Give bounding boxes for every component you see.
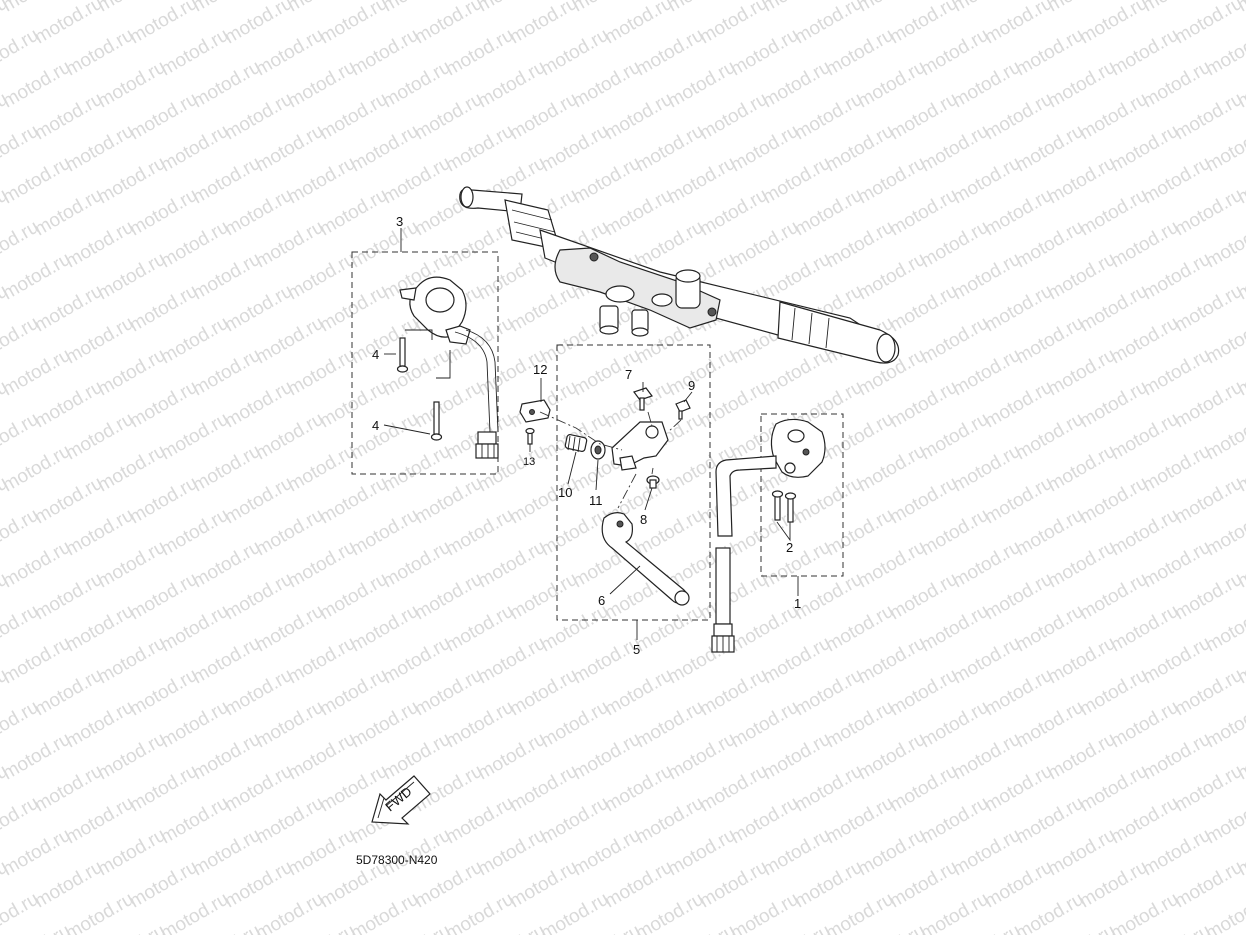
bolt-13 bbox=[525, 427, 535, 445]
assembly-5-frame bbox=[556, 344, 711, 621]
forward-direction-arrow: FWD bbox=[371, 775, 431, 825]
assembly-3-frame bbox=[351, 251, 499, 475]
nut-8 bbox=[646, 475, 660, 489]
adjuster-spring-10 bbox=[564, 434, 588, 453]
callout-7: 7 bbox=[625, 367, 632, 382]
assembly-axis-line-2 bbox=[617, 411, 682, 509]
right-handlebar-switch bbox=[711, 418, 826, 653]
leader-lines bbox=[383, 228, 799, 640]
screw-4-lower bbox=[430, 401, 443, 441]
assembly-axis-line bbox=[539, 411, 623, 451]
bolt-9 bbox=[675, 399, 691, 420]
callout-1: 1 bbox=[794, 596, 801, 611]
diagram-code: 5D78300-N420 bbox=[356, 853, 438, 867]
callout-11: 11 bbox=[589, 493, 603, 508]
screw-2-left bbox=[771, 490, 784, 521]
callout-8: 8 bbox=[640, 512, 647, 527]
callout-2: 2 bbox=[786, 540, 793, 555]
callout-3: 3 bbox=[396, 214, 403, 229]
callout-6: 6 bbox=[598, 593, 605, 608]
callout-12: 12 bbox=[533, 362, 547, 377]
screw-4-upper bbox=[396, 337, 409, 373]
lever-holder bbox=[611, 421, 669, 471]
callout-13: 13 bbox=[523, 456, 535, 468]
cable-adjuster-12 bbox=[519, 399, 551, 423]
screw-2-right bbox=[784, 492, 797, 523]
assembly-1-frame bbox=[760, 413, 844, 577]
callout-10: 10 bbox=[558, 485, 572, 500]
bolt-7 bbox=[633, 387, 653, 411]
callout-5: 5 bbox=[633, 642, 640, 657]
left-handlebar-switch bbox=[399, 276, 499, 459]
locknut-11 bbox=[590, 440, 606, 460]
callout-4-lower: 4 bbox=[372, 418, 379, 433]
callout-4-upper: 4 bbox=[372, 347, 379, 362]
handlebar bbox=[459, 186, 900, 364]
callout-9: 9 bbox=[688, 378, 695, 393]
clutch-lever-6 bbox=[601, 512, 690, 606]
